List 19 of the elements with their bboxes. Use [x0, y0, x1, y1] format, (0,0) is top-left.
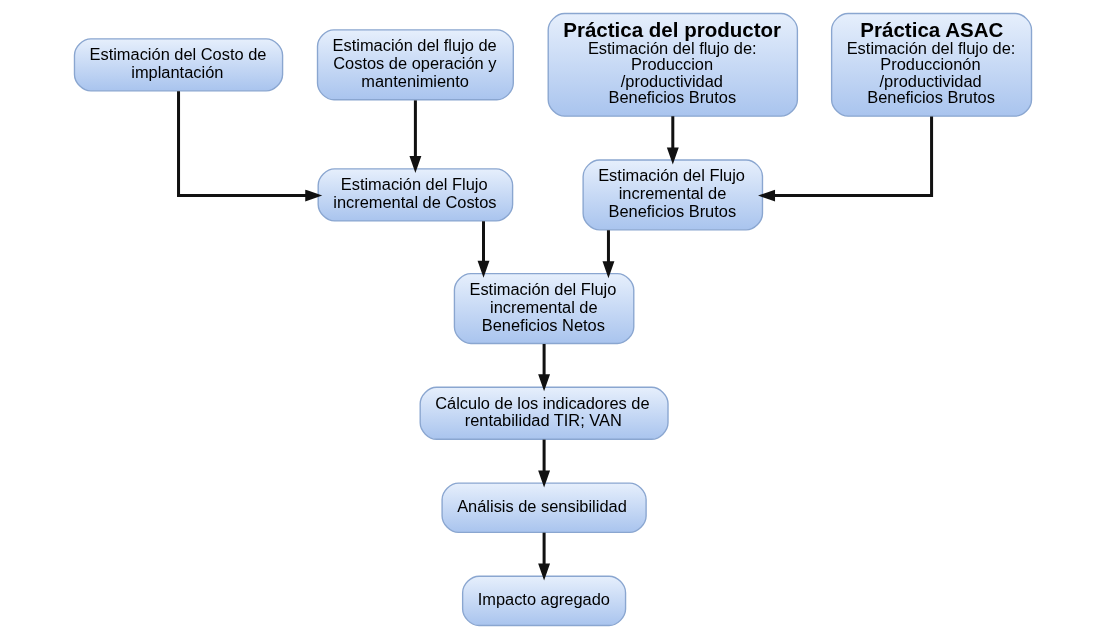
- node-box: Práctica ASAC Estimación del flujo de: Produccionón /productividad Beneficios Brutos: [830, 12, 1032, 117]
- node-box: Estimación del Flujo incremental de Beneficios Netos: [453, 272, 634, 345]
- arrow: [537, 532, 550, 581]
- node-box: Práctica del productor Estimación del flujo de: Produccion /productividad Beneficios Brutos: [547, 12, 798, 117]
- node-box: Análisis de sensibilidad: [440, 482, 647, 534]
- arrow: [477, 221, 489, 278]
- arrow: [537, 344, 550, 392]
- arrow: [176, 91, 322, 202]
- node-box: Cálculo de los indicadores de rentabilidad TIR; VAN: [419, 386, 669, 440]
- arrow: [602, 230, 614, 279]
- node-box: Estimación del Costo de implantación: [73, 38, 283, 92]
- node-box: Estimación del flujo de Costos de operación y mantenimiento: [316, 29, 514, 101]
- arrow: [757, 116, 933, 202]
- arrow: [408, 100, 421, 174]
- arrow: [666, 116, 679, 165]
- node-box: Estimación del Flujo incremental de Beneficios Brutos: [581, 159, 763, 231]
- node-box: Impacto agregado: [461, 575, 626, 627]
- arrow: [537, 439, 550, 488]
- node-box: Estimación del Flujo incremental de Costos: [317, 168, 513, 222]
